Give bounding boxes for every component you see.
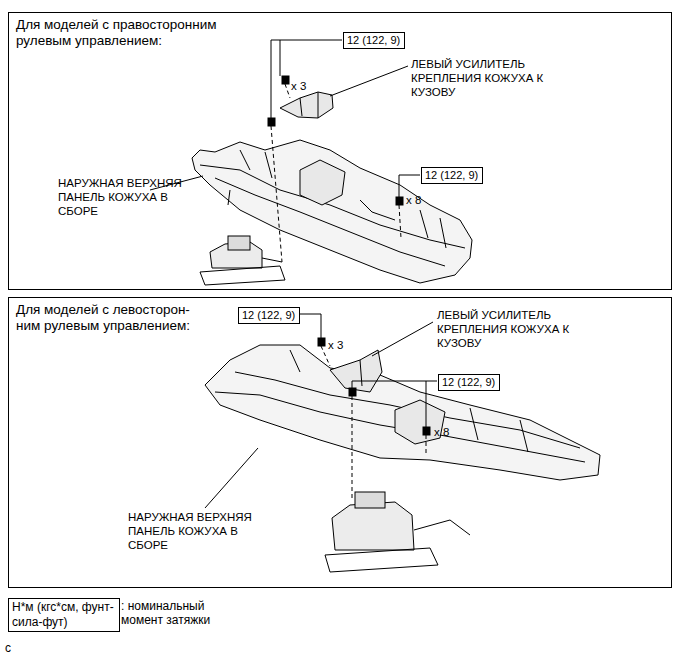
quantity: x 3 [328, 338, 343, 352]
mount [332, 502, 414, 550]
dashed-line [426, 435, 427, 455]
cowl-panel [205, 345, 600, 480]
figure-code: c [5, 641, 11, 655]
mount [355, 492, 385, 508]
cowl-panel [300, 160, 345, 205]
legend-text: : номинальный момент затяжки [121, 599, 221, 627]
leader-line [271, 40, 342, 118]
part-name: ЛЕВЫЙ УСИЛИТЕЛЬ КРЕПЛЕНИЯ КОЖУХА К КУЗОВ… [411, 57, 581, 99]
torque-box: 12 (122, 9) [438, 374, 500, 391]
bolt [318, 338, 325, 346]
reinforcement-bracket [360, 360, 362, 386]
quantity: x 8 [406, 193, 421, 207]
mount [414, 520, 470, 535]
bolt [282, 76, 289, 84]
cowl-panel [205, 345, 600, 480]
cowl-panel [290, 350, 528, 452]
leader-line [352, 381, 437, 427]
cowl-panel [192, 140, 472, 283]
bolt [268, 76, 403, 205]
torque-value: 12 (122, 9) [442, 376, 496, 389]
reinforcement-bracket [280, 92, 333, 118]
legend-unit: Н*м (кгс*см, фунт-сила-фут) [12, 600, 116, 630]
section-heading: Для моделей с правосторонним рулевым упр… [16, 17, 234, 49]
cowl-panel [215, 392, 585, 462]
leader-line [205, 314, 437, 508]
bolt [318, 338, 430, 435]
dashed-line [321, 346, 426, 500]
mount [325, 492, 470, 572]
torque-value: 12 (122, 9) [242, 309, 296, 322]
reinforcement-bracket [330, 350, 382, 392]
quantity: x 3 [291, 79, 306, 93]
cowl-panel [235, 372, 580, 448]
reinforcement-bracket [330, 350, 382, 392]
bolt [349, 388, 356, 396]
part-name: ЛЕВЫЙ УСИЛИТЕЛЬ КРЕПЛЕНИЯ КОЖУХА К КУЗОВ… [437, 308, 607, 350]
mount [228, 236, 250, 250]
leader-line [150, 40, 420, 197]
cowl-panel [192, 140, 472, 283]
part-name: НАРУЖНАЯ ВЕРХНЯЯ ПАНЕЛЬ КОЖУХА В СБОРЕ [58, 176, 203, 218]
mount [200, 266, 285, 285]
dashed-line [352, 396, 353, 500]
dashed-line [271, 84, 401, 262]
torque-value: 12 (122, 9) [347, 34, 401, 47]
part-name: НАРУЖНАЯ ВЕРХНЯЯ ПАНЕЛЬ КОЖУХА В СБОРЕ [128, 510, 273, 552]
bolt [268, 118, 275, 126]
mount [200, 236, 285, 285]
reinforcement-bracket [300, 92, 318, 118]
torque-box: 12 (122, 9) [238, 307, 300, 324]
bolt [423, 427, 430, 435]
leader-line [297, 314, 321, 338]
section-frame: Для моделей с правосторонним рулевым упр… [8, 12, 672, 290]
torque-box: 12 (122, 9) [421, 167, 483, 184]
leader-line [372, 322, 433, 356]
mount [262, 258, 282, 262]
bolt [396, 197, 403, 205]
leader-line [330, 66, 408, 96]
leader-line [399, 175, 420, 197]
mount [325, 548, 438, 572]
legend-box: Н*м (кгс*см, фунт-сила-фут) [8, 598, 120, 632]
dashed-line [399, 205, 401, 238]
cowl-panel [228, 190, 395, 220]
quantity: x 8 [434, 425, 449, 439]
dashed-line [271, 126, 282, 262]
cowl-panel [240, 150, 446, 248]
leader-line [205, 448, 258, 508]
torque-value: 12 (122, 9) [425, 169, 479, 182]
dashed-line [285, 84, 290, 98]
reinforcement-bracket [280, 92, 333, 118]
section-heading: Для моделей с левосторон- ним рулевым уп… [16, 302, 216, 334]
torque-box: 12 (122, 9) [343, 32, 405, 49]
